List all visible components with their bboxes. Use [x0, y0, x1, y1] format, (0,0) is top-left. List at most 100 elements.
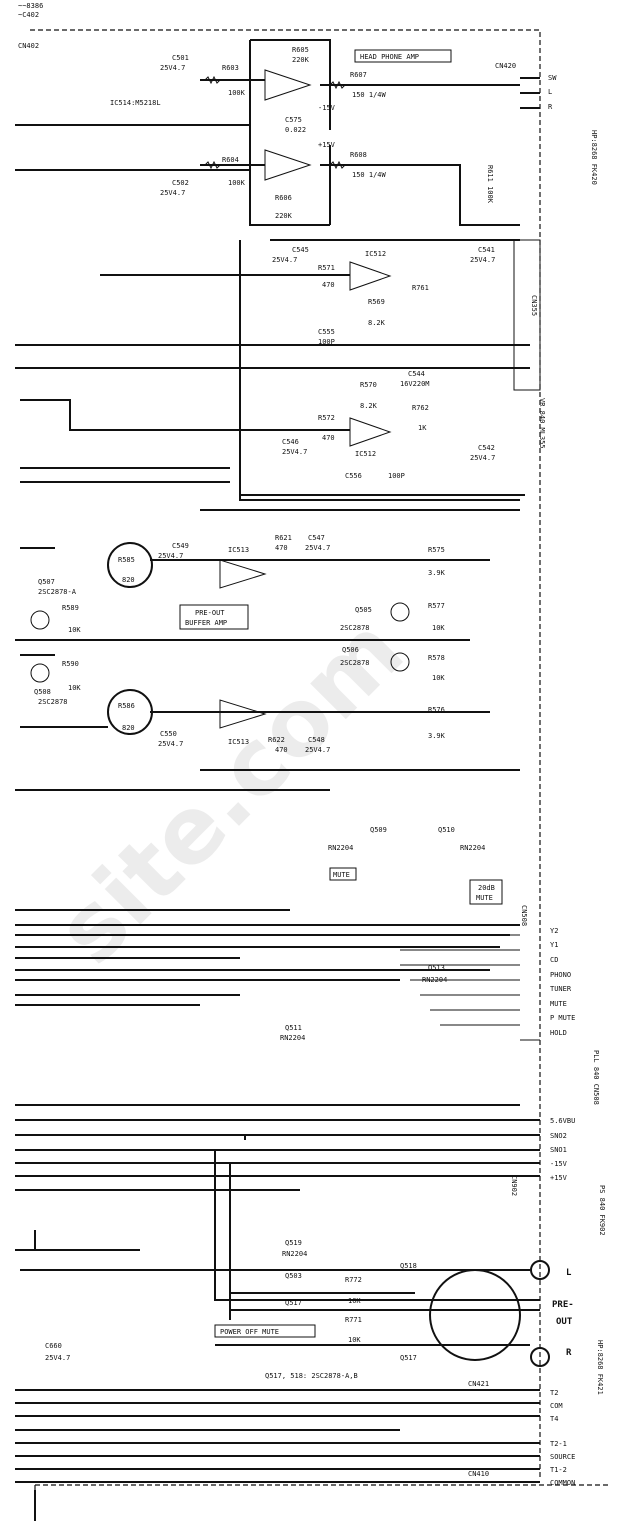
component-label: C548 — [308, 736, 325, 744]
component-value: RN2204 — [280, 1034, 305, 1042]
component-value: 470 — [322, 434, 335, 442]
component-label: R590 — [62, 660, 79, 668]
power-pins: 5.6VBU SNO2 SNO1 -15V +15V — [550, 1117, 575, 1182]
pin-label: L — [566, 1268, 572, 1278]
frame-bottom — [34, 1484, 610, 1521]
component-label: R576 — [428, 706, 445, 714]
connector-label: CN421 — [468, 1380, 489, 1388]
wire — [15, 1104, 540, 1320]
component-value: 220K — [275, 212, 293, 220]
component-value: 25V4.7 — [160, 64, 185, 72]
pin-label: HOLD — [550, 1029, 567, 1037]
section-label-box — [329, 867, 357, 881]
pin-label: R — [548, 103, 553, 111]
connector-label: VR 840 ML355 — [538, 398, 546, 449]
connector-pins: Y2 Y1 CD PHONO TUNER MUTE P MUTE HOLD — [550, 927, 575, 1037]
connector-label: CN902 — [510, 1175, 518, 1196]
section-title: BUFFER AMP — [185, 619, 227, 627]
transistor-symbol — [30, 610, 50, 630]
rca-jack — [530, 1260, 550, 1280]
component-value: 100K — [228, 179, 246, 187]
pin-label: MUTE — [550, 1000, 567, 1008]
component-label: C541 — [478, 246, 495, 254]
wire — [15, 909, 520, 1006]
component-value: 2SC2878 — [340, 659, 370, 667]
component-label: R606 — [275, 194, 292, 202]
pin-label: P MUTE — [550, 1014, 575, 1022]
component-label: R578 — [428, 654, 445, 662]
component-value: 0.022 — [285, 126, 306, 134]
component-label: C547 — [308, 534, 325, 542]
opamp-symbol — [264, 69, 312, 181]
component-value: 25V4.7 — [470, 454, 495, 462]
pin-label: T2 — [550, 1389, 558, 1397]
transistor-symbol — [30, 663, 50, 683]
component-value: 470 — [275, 544, 288, 552]
component-label: C501 — [172, 54, 189, 62]
component-label: IC512 — [355, 450, 376, 458]
wire — [15, 39, 540, 226]
component-value: 25V4.7 — [272, 256, 297, 264]
component-label: R611 100K — [486, 165, 494, 204]
connector-label: PLL 840 CN508 — [592, 1050, 600, 1105]
pin-label: Y1 — [550, 941, 558, 949]
component-label: Q506 — [342, 646, 359, 654]
rail-label: -15V — [318, 104, 336, 112]
component-value: 3.9K — [428, 569, 446, 577]
component-label: IC514:M5218L — [110, 99, 161, 107]
component-value: 2SC2878 — [340, 624, 370, 632]
pin-label: R — [566, 1348, 572, 1358]
connector-label: CN402 — [18, 42, 39, 50]
component-value: 150 1/4W — [352, 91, 387, 99]
component-value: RN2204 — [460, 844, 485, 852]
component-value: 820 — [122, 576, 135, 584]
component-label: Q509 — [370, 826, 387, 834]
component-value: 150 1/4W — [352, 171, 387, 179]
component-label: C550 — [160, 730, 177, 738]
pin-label: SOURCE — [550, 1453, 575, 1461]
component-value: 25V4.7 — [158, 552, 183, 560]
output-label: OUT — [556, 1317, 573, 1327]
output-label: PRE- — [552, 1300, 574, 1310]
component-label: R621 — [275, 534, 292, 542]
component-label: R622 — [268, 736, 285, 744]
component-label: R589 — [62, 604, 79, 612]
component-value: 10K — [348, 1297, 361, 1305]
component-label: C502 — [172, 179, 189, 187]
component-value: 25V4.7 — [45, 1354, 70, 1362]
section-title: POWER OFF MUTE — [220, 1328, 279, 1336]
pin-label: SNO2 — [550, 1132, 567, 1140]
component-value: 100K — [228, 89, 246, 97]
pin-label: COM — [550, 1402, 563, 1410]
pin-label: COMMON — [550, 1479, 575, 1487]
opamp-symbol — [349, 261, 392, 447]
pin-label: Y2 — [550, 927, 558, 935]
component-value: 100P — [388, 472, 405, 480]
component-label: C545 — [292, 246, 309, 254]
frame-top — [30, 29, 541, 1480]
component-label: R608 — [350, 151, 367, 159]
component-label: Q507 — [38, 578, 55, 586]
section-label-box — [179, 604, 249, 630]
connector-label: CN410 — [468, 1470, 489, 1478]
pin-label: T4 — [550, 1415, 558, 1423]
component-label: R762 — [412, 404, 429, 412]
component-label: C544 — [408, 370, 425, 378]
component-value: 10K — [432, 624, 445, 632]
component-value: RN2204 — [282, 1250, 307, 1258]
component-label: R772 — [345, 1276, 362, 1284]
component-label: C575 — [285, 116, 302, 124]
component-value: 2SC2878 — [38, 698, 68, 706]
pin-label: +15V — [550, 1174, 568, 1182]
component-label: Q517 — [285, 1299, 302, 1307]
section-title: HEAD PHONE AMP — [360, 53, 419, 61]
component-label: R761 — [412, 284, 429, 292]
component-value: 25V4.7 — [305, 544, 330, 552]
component-label: IC512 — [365, 250, 386, 258]
pin-label: SNO1 — [550, 1146, 567, 1154]
component-label: R585 — [118, 556, 135, 564]
component-label: R604 — [222, 156, 239, 164]
section-label-box — [354, 49, 452, 63]
wire — [15, 1230, 540, 1346]
component-value: 10K — [68, 626, 81, 634]
